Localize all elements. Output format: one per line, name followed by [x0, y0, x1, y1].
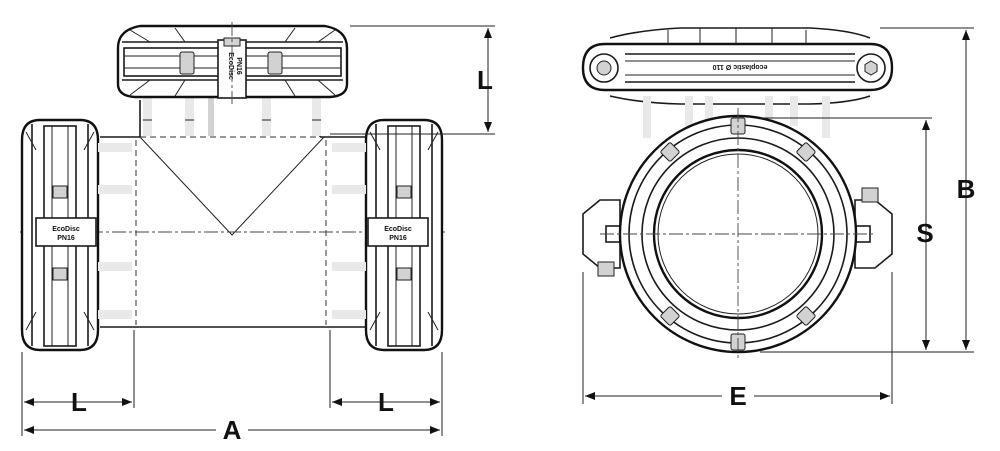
- right-clamp-brand: EcoDisc: [384, 226, 412, 233]
- left-clamp-rating: PN16: [57, 235, 75, 242]
- top-clamp: EcoDisc PN16: [116, 22, 349, 104]
- dim-label-s: S: [916, 218, 933, 248]
- left-clamp: EcoDisc PN16: [20, 118, 100, 352]
- side-clamp-text: ecoplastic Ø 110: [712, 63, 767, 70]
- dim-label-l-top: L: [477, 65, 493, 95]
- dimension-a: A: [24, 415, 440, 445]
- side-view: ecoplastic Ø 110: [581, 27, 976, 411]
- right-clamp: EcoDisc PN16: [364, 118, 444, 352]
- dimension-s: S: [760, 117, 974, 353]
- side-collar: [600, 108, 876, 360]
- dimension-l-top: L: [330, 25, 495, 135]
- dimension-l-left: L: [21, 330, 135, 436]
- dim-label-b: B: [957, 174, 976, 204]
- dim-label-l-left: L: [71, 387, 87, 417]
- dim-label-a: A: [223, 415, 242, 445]
- side-top-clamp: ecoplastic Ø 110: [581, 27, 894, 105]
- dim-label-e: E: [729, 381, 746, 411]
- left-studs: [98, 143, 132, 319]
- dimension-b: B: [880, 27, 976, 350]
- top-clamp-rating: PN16: [235, 57, 242, 75]
- top-clamp-brand: EcoDisc: [227, 52, 234, 80]
- branch-studs: [143, 96, 321, 136]
- left-clamp-brand: EcoDisc: [52, 226, 80, 233]
- dim-label-l-right: L: [378, 387, 394, 417]
- right-studs: [332, 143, 366, 319]
- side-studs: [643, 96, 830, 138]
- dimension-l-right: L: [329, 330, 443, 436]
- front-view: EcoDisc PN16 EcoDisc PN16: [20, 22, 495, 445]
- right-clamp-rating: PN16: [389, 235, 407, 242]
- dimension-e: E: [582, 272, 893, 411]
